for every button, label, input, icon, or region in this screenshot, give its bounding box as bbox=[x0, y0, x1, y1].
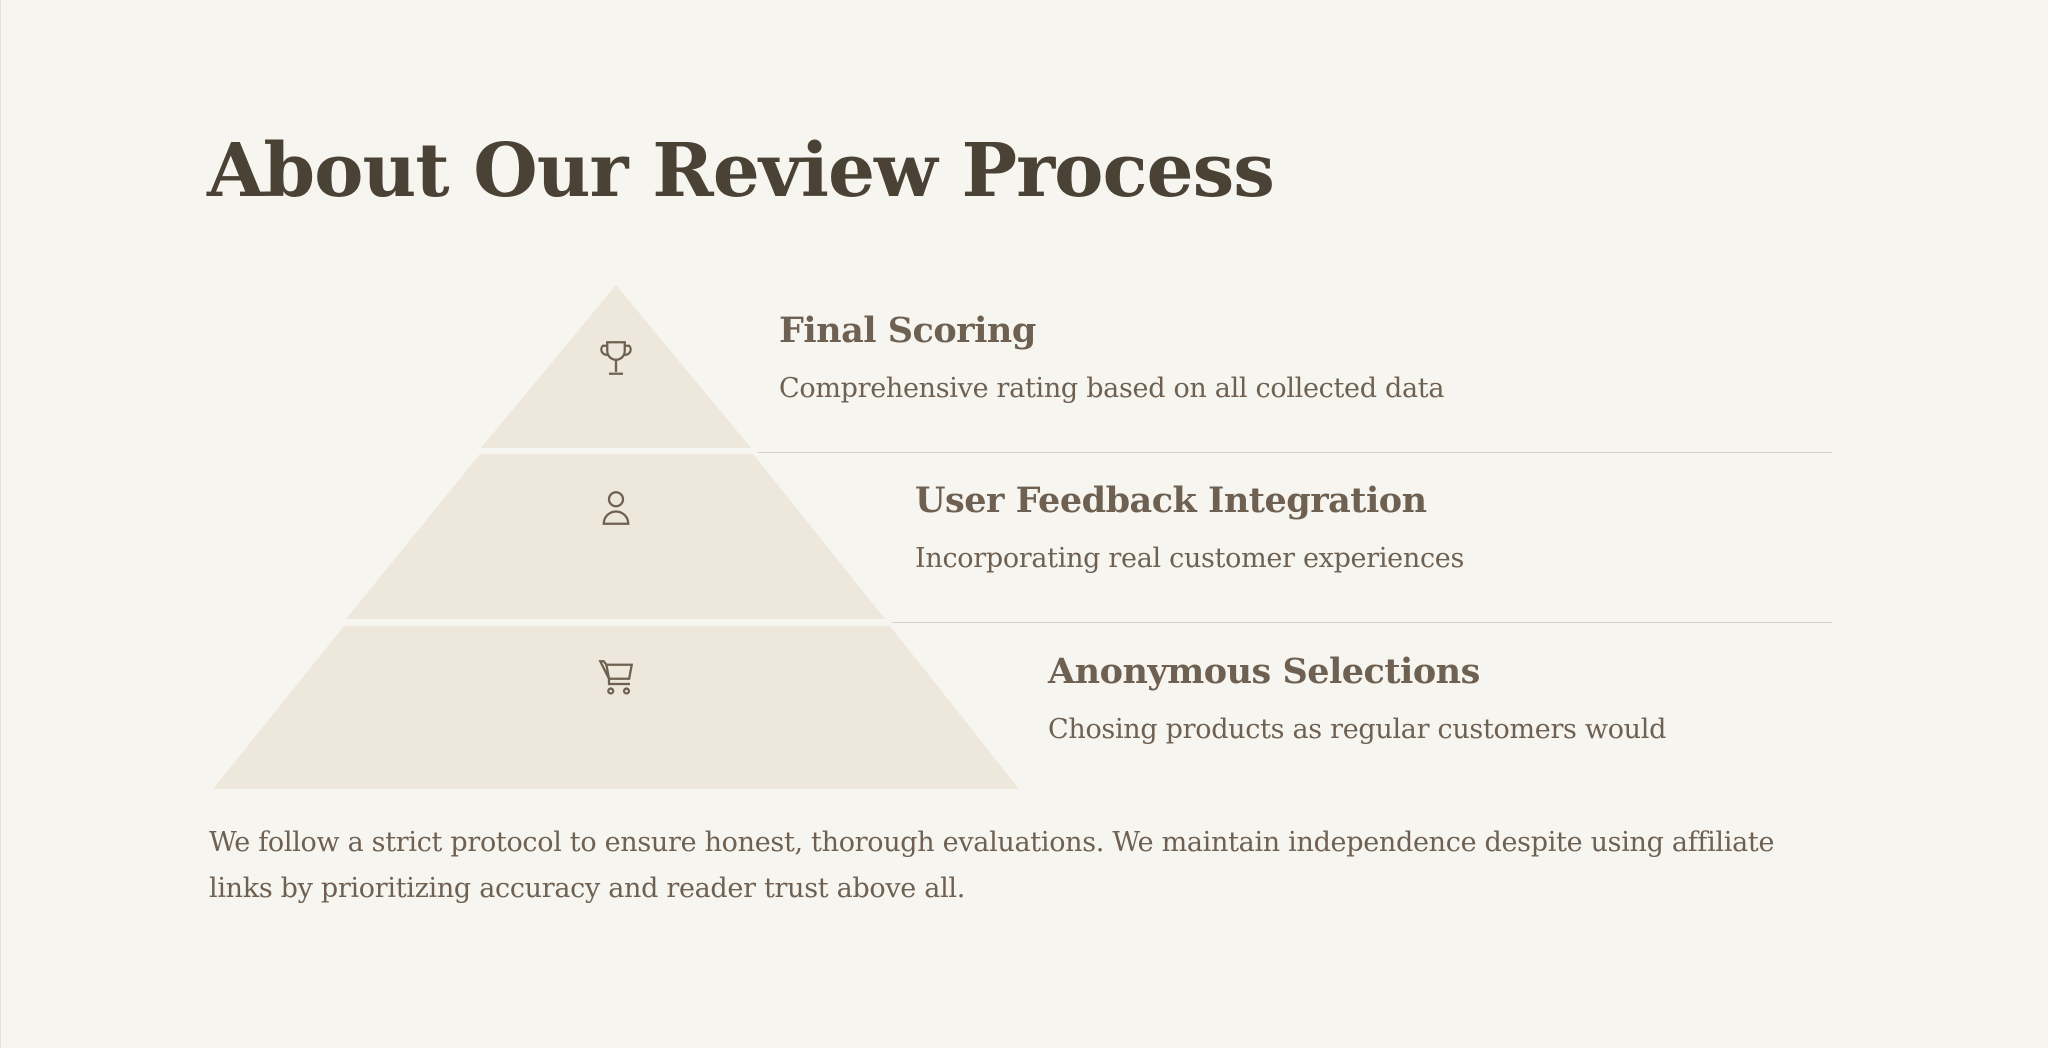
divider bbox=[758, 452, 1832, 453]
tier-heading: User Feedback Integration bbox=[915, 480, 1427, 521]
pyramid-diagram bbox=[213, 285, 1019, 789]
pyramid-tier-middle bbox=[346, 454, 885, 619]
trophy-icon bbox=[595, 337, 637, 379]
tier-description: Incorporating real customer experiences bbox=[915, 543, 1464, 574]
tier-anonymous-selections: Anonymous Selections Chosing products as… bbox=[1048, 651, 1666, 745]
user-icon bbox=[595, 487, 637, 529]
divider bbox=[892, 622, 1832, 623]
tier-heading: Anonymous Selections bbox=[1048, 651, 1480, 692]
tier-user-feedback: User Feedback Integration Incorporating … bbox=[915, 480, 1464, 574]
shopping-cart-icon bbox=[595, 656, 637, 698]
tier-final-scoring: Final Scoring Comprehensive rating based… bbox=[779, 310, 1444, 404]
pyramid-tier-bottom bbox=[213, 626, 1019, 789]
tier-description: Chosing products as regular customers wo… bbox=[1048, 714, 1667, 745]
tier-heading: Final Scoring bbox=[779, 310, 1036, 351]
page-title: About Our Review Process bbox=[207, 128, 1275, 214]
tier-description: Comprehensive rating based on all collec… bbox=[779, 373, 1445, 404]
process-description: We follow a strict protocol to ensure ho… bbox=[209, 827, 1775, 904]
